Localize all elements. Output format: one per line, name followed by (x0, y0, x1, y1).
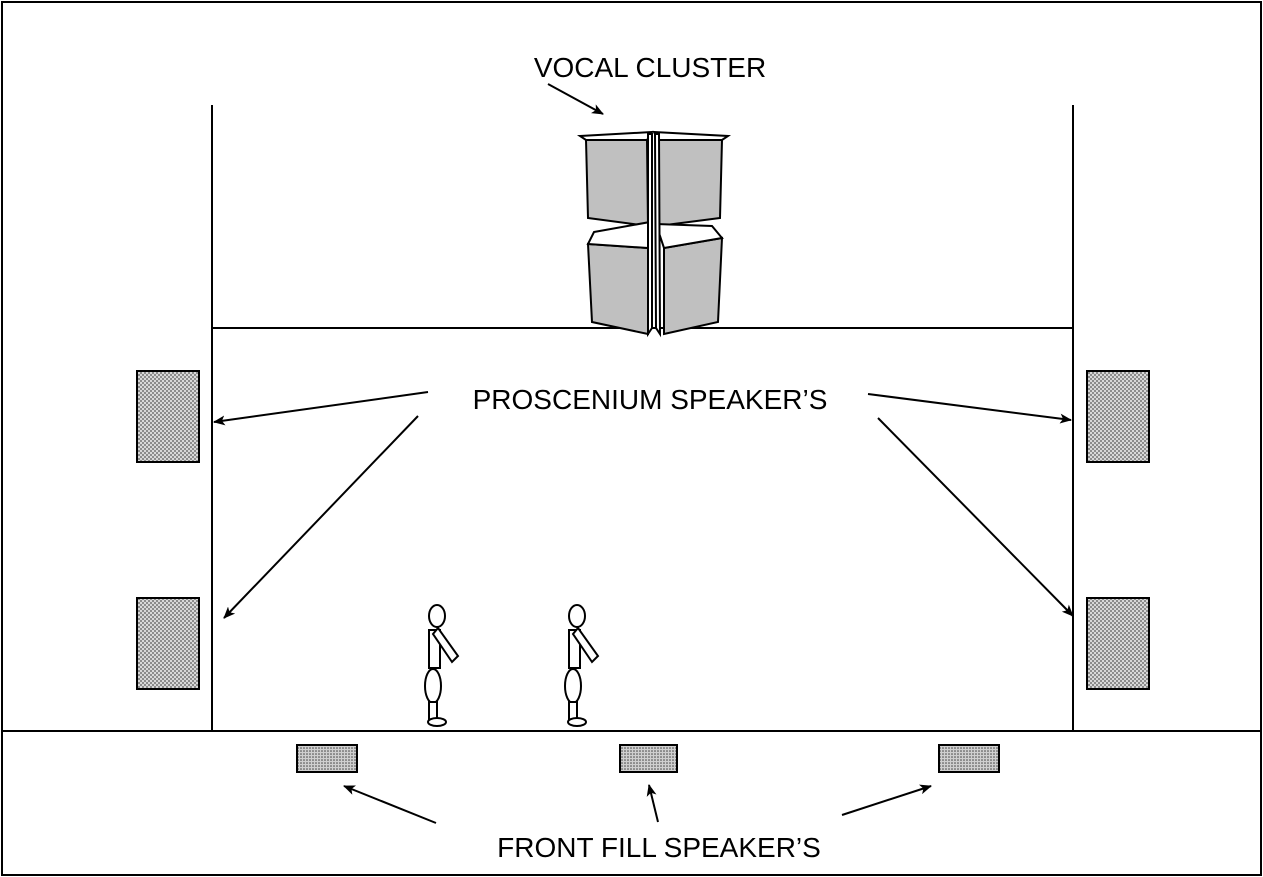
proscenium-speaker-left-lower (136, 597, 200, 690)
proscenium-speaker-right-lower (1086, 597, 1150, 690)
proscenium-speaker-right-upper (1086, 370, 1150, 463)
vocal-cluster-label: VOCAL CLUSTER (534, 52, 766, 83)
arrow-proscenium-right-lower (877, 417, 1074, 617)
performer-figure-left (424, 604, 460, 727)
vocal-cluster-cabinet-top-left (584, 139, 650, 228)
proscenium-speaker-left-upper (136, 370, 200, 463)
arrow-proscenium-left-lower (223, 415, 419, 619)
front-fill-speaker-left (296, 744, 358, 773)
vocal-cluster-center-bar-right (653, 133, 662, 338)
proscenium-speakers-label: PROSCENIUM SPEAKER’S (473, 384, 828, 415)
vocal-cluster-cabinet-bottom-right (663, 236, 724, 336)
vocal-cluster-cabinet-bottom-right-face (654, 222, 724, 250)
arrow-vocal-cluster (547, 83, 604, 115)
performer-figure-right (564, 604, 600, 727)
front-fill-speaker-right (938, 744, 1000, 773)
vocal-cluster-cabinet-top-right (657, 139, 724, 228)
arrows (213, 83, 1074, 824)
vocal-cluster (576, 130, 732, 338)
arrow-proscenium-left-upper (213, 391, 429, 426)
arrow-front-fill-center (646, 784, 659, 823)
front-fill-speakers-label: FRONT FILL SPEAKER’S (497, 832, 821, 863)
front-fill-speaker-center (619, 744, 678, 773)
proscenium-label-backdrop (430, 380, 866, 420)
arrow-front-fill-right (841, 784, 932, 816)
arrow-proscenium-right-upper (867, 393, 1072, 424)
vocal-cluster-cabinet-bottom-left (586, 242, 649, 336)
vocal-cluster-center-bar-left (647, 133, 653, 338)
arrow-front-fill-left (343, 785, 437, 824)
